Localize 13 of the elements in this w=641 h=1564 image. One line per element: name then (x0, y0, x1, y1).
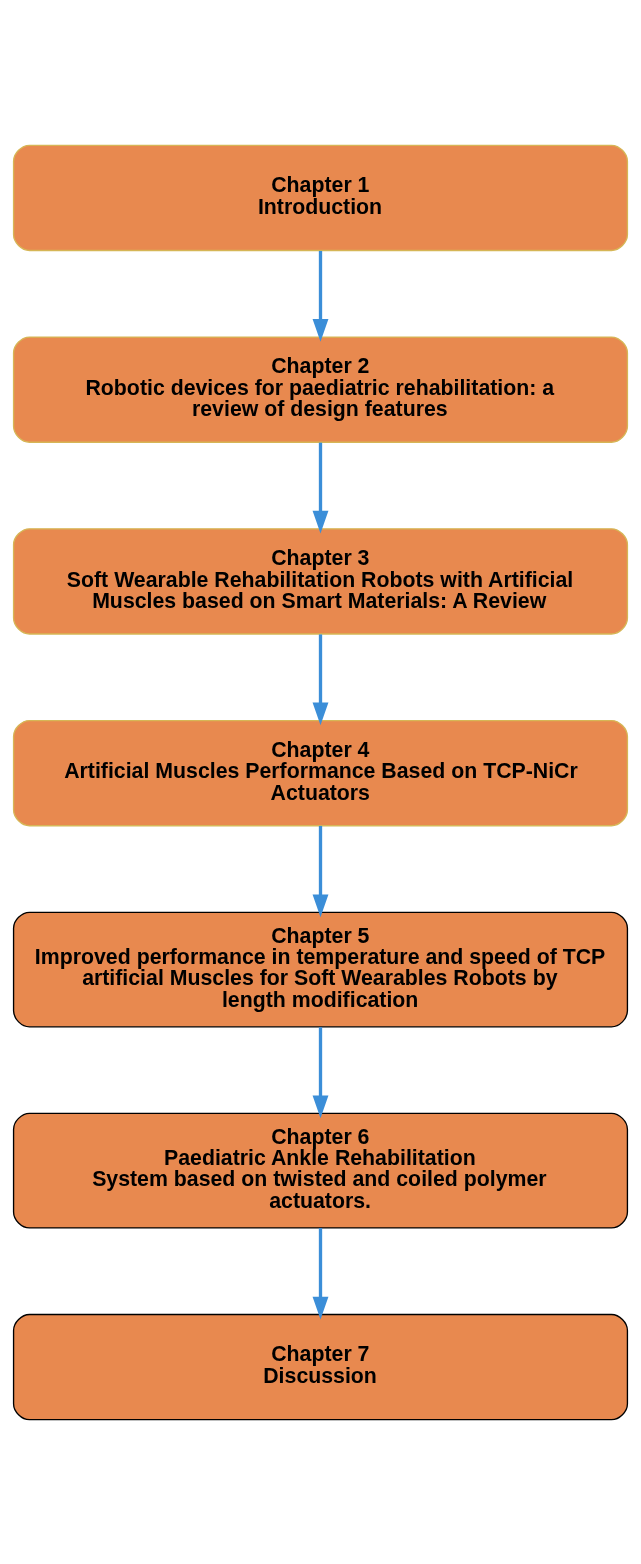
arrow (312, 250, 329, 342)
node-box: Chapter 5 Improved performance in temperature and speed of TCP artificial Muscles for Soft Wearables Robots by length modification (12, 911, 629, 1027)
arrow (312, 825, 329, 917)
arrow (312, 1227, 329, 1319)
node-box: Chapter 1 Introduction (12, 144, 629, 251)
arrow (312, 1026, 329, 1118)
node-box: Chapter 4 Artificial Muscles Performance Based on TCP-NiCr Actuators (12, 719, 629, 826)
arrow (312, 633, 329, 725)
node-box: Chapter 2 Robotic devices for paediatric rehabilitation: a review of design features (12, 335, 629, 443)
node-box: Chapter 3 Soft Wearable Rehabilitation Robots with Artificial Muscles based on Smart Materials: A Review (12, 527, 629, 635)
node-box: Chapter 7 Discussion (12, 1313, 629, 1420)
arrow (312, 442, 329, 534)
node-box: Chapter 6 Paediatric Ankle Rehabilitation System based on twisted and coiled polymer actuators. (12, 1112, 629, 1229)
